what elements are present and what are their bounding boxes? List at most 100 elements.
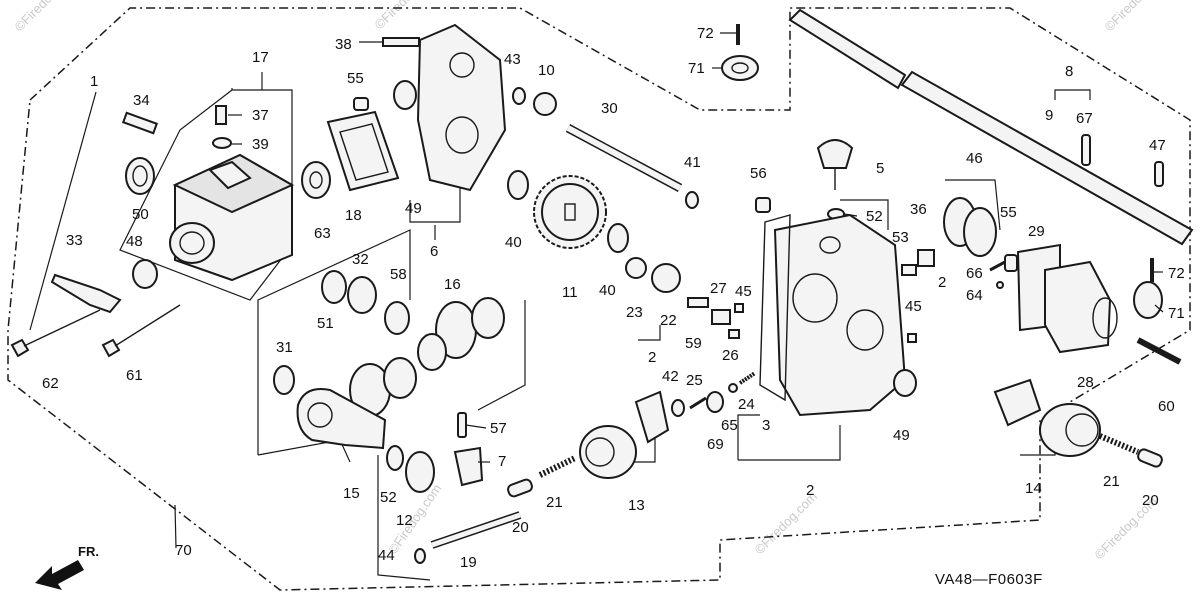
part-label-63: 63	[314, 225, 331, 242]
part-36-plug	[917, 249, 935, 267]
part-label-45: 45	[735, 283, 752, 300]
part-26-key	[728, 329, 740, 339]
part-label-20: 20	[512, 519, 529, 536]
part-label-14: 14	[1025, 480, 1042, 497]
part-label-3: 3	[762, 417, 770, 434]
part-label-32: 32	[352, 251, 369, 268]
part-labels: 1 2 2 2 3 5 6 7 8 9 10 11 12 13 14 15 16…	[42, 25, 1185, 571]
part-label-34: 34	[133, 92, 150, 109]
part-59-bolt	[687, 297, 709, 308]
part-label-11: 11	[562, 284, 578, 301]
part-label-48: 48	[126, 233, 143, 250]
part-42-washer	[671, 399, 685, 417]
part-label-40: 40	[505, 234, 522, 251]
part-label-33: 33	[66, 232, 83, 249]
watermark: ©Firedog.com	[12, 0, 80, 34]
part-28-motor	[1044, 260, 1112, 354]
part-56-pin	[755, 197, 771, 213]
watermark: ©Firedog.com	[1102, 0, 1170, 34]
part-6-cover	[416, 23, 507, 192]
part-label-50: 50	[132, 206, 149, 223]
part-14-pump-plate	[993, 378, 1042, 427]
part-label-28: 28	[1077, 374, 1094, 391]
part-label-38: 38	[335, 36, 352, 53]
part-label-67: 67	[1076, 110, 1093, 127]
front-direction-indicator: FR.	[35, 544, 99, 590]
part-label-55: 55	[1000, 204, 1017, 221]
part-label-29: 29	[1028, 223, 1045, 240]
part-label-59: 59	[685, 335, 702, 352]
part-label-19: 19	[460, 554, 477, 571]
part-58-clip	[384, 301, 410, 335]
part-label-43: 43	[504, 51, 521, 68]
part-label-8: 8	[1065, 63, 1073, 80]
part-label-17: 17	[252, 49, 269, 66]
part-label-2: 2	[938, 274, 946, 291]
part-55-pin	[1004, 254, 1018, 272]
part-57-pin	[457, 412, 467, 438]
part-label-1: 1	[90, 73, 98, 90]
part-label-58: 58	[390, 266, 407, 283]
part-spring	[405, 451, 435, 493]
part-52-washer	[386, 445, 404, 471]
leader-lines	[29, 32, 1164, 549]
part-50-seal	[125, 157, 155, 195]
part-label-31: 31	[276, 339, 293, 356]
part-label-64: 64	[966, 287, 983, 304]
part-label-21: 21	[546, 494, 563, 511]
part-label-18: 18	[345, 207, 362, 224]
part-27-plate	[711, 309, 731, 325]
part-45-pin	[907, 333, 917, 343]
part-44-clip	[414, 548, 426, 564]
part-label-7: 7	[498, 453, 506, 470]
part-label-62: 62	[42, 375, 59, 392]
part-48-bearing	[132, 259, 158, 289]
part-label-26: 26	[722, 347, 739, 364]
part-label-23: 23	[626, 304, 643, 321]
part-label-9: 9	[1045, 107, 1053, 124]
part-46-disc	[963, 207, 997, 257]
part-label-2: 2	[648, 349, 656, 366]
part-3-gear-case	[773, 213, 907, 417]
part-label-72: 72	[1168, 265, 1185, 282]
diagram-code: VA48—F0603F	[935, 571, 1043, 588]
part-24-spring	[738, 371, 757, 385]
part-label-44: 44	[378, 547, 395, 564]
part-61-bolt	[101, 338, 121, 358]
part-71-seal	[721, 55, 759, 81]
part-label-20: 20	[1142, 492, 1159, 509]
watermark: ©Firedog.com	[372, 0, 440, 32]
part-17-housing	[169, 153, 295, 282]
part-39-washer	[212, 137, 232, 149]
part-49-seal	[893, 369, 917, 397]
part-16-washer	[417, 333, 447, 371]
part-label-53: 53	[892, 229, 909, 246]
part-62-bolt	[10, 338, 30, 358]
part-label-71: 71	[688, 60, 705, 77]
part-34-pin	[121, 111, 159, 135]
part-14-pump	[1039, 403, 1101, 457]
part-22-filter	[651, 263, 681, 293]
part-66-spring	[989, 260, 1006, 272]
part-label-56: 56	[750, 165, 767, 182]
part-label-65: 65	[721, 417, 738, 434]
part-60-bolt	[1136, 337, 1182, 365]
part-label-13: 13	[628, 497, 645, 514]
part-25-pin	[689, 396, 707, 410]
part-label-71: 71	[1168, 305, 1185, 322]
part-label-27: 27	[710, 280, 727, 297]
part-label-42: 42	[662, 368, 679, 385]
part-label-15: 15	[343, 485, 360, 502]
part-label-72: 72	[697, 25, 714, 42]
part-21-spring	[1098, 433, 1140, 455]
part-21-spring	[538, 455, 577, 478]
part-label-39: 39	[252, 136, 269, 153]
part-label-5: 5	[876, 160, 884, 177]
part-67-pin	[1081, 134, 1091, 166]
part-label-24: 24	[738, 396, 755, 413]
part-label-55: 55	[347, 70, 364, 87]
part-label-47: 47	[1149, 137, 1166, 154]
part-15-cam	[296, 388, 387, 450]
part-label-25: 25	[686, 372, 703, 389]
